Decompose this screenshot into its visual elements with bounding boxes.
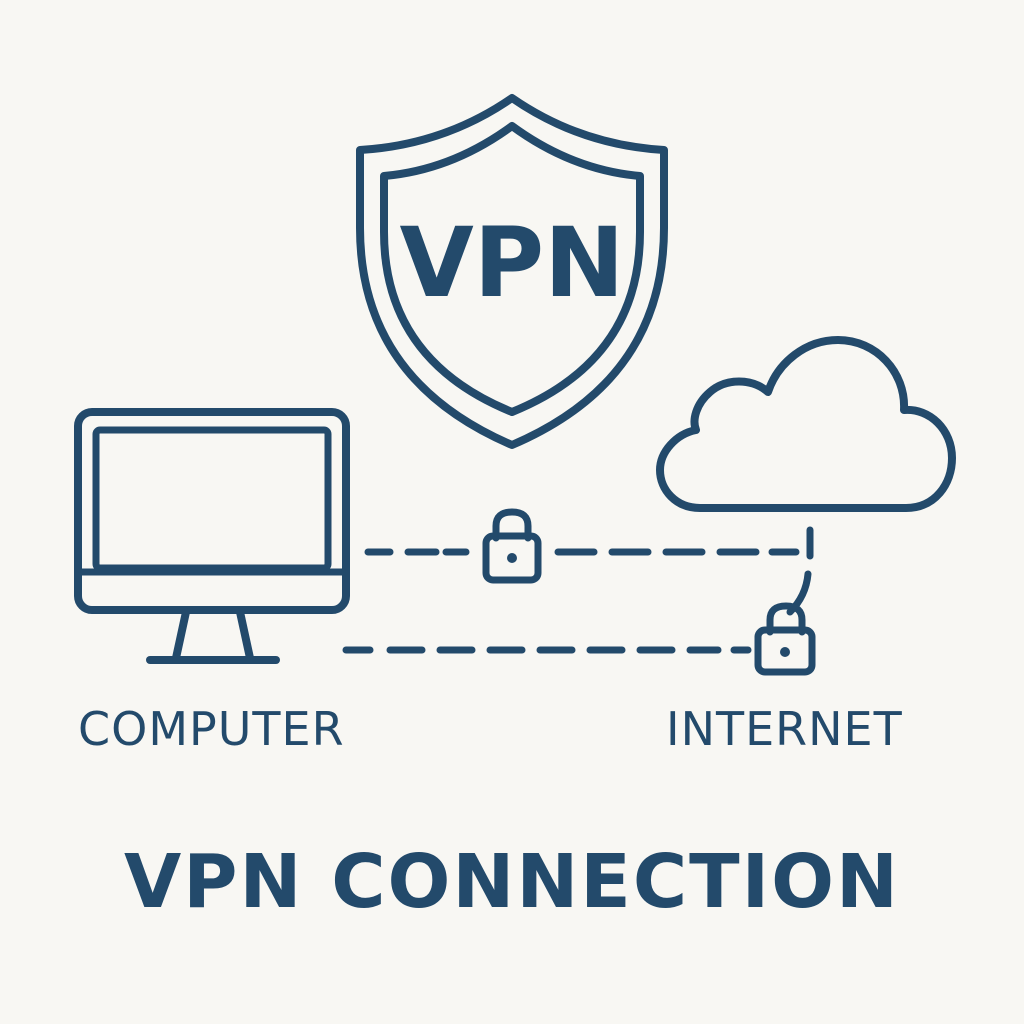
- shield-label: VPN: [400, 207, 625, 319]
- cloud-icon: [656, 336, 956, 512]
- internet-label: INTERNET: [666, 702, 903, 756]
- shield-icon: VPN: [356, 94, 668, 449]
- monitor-icon: [74, 408, 350, 664]
- diagram-title: VPN CONNECTION: [124, 839, 900, 925]
- padlock-icon: [482, 508, 542, 584]
- computer-label: COMPUTER: [78, 702, 345, 756]
- connection-line-top: [364, 526, 814, 616]
- padlock-icon: [754, 602, 816, 676]
